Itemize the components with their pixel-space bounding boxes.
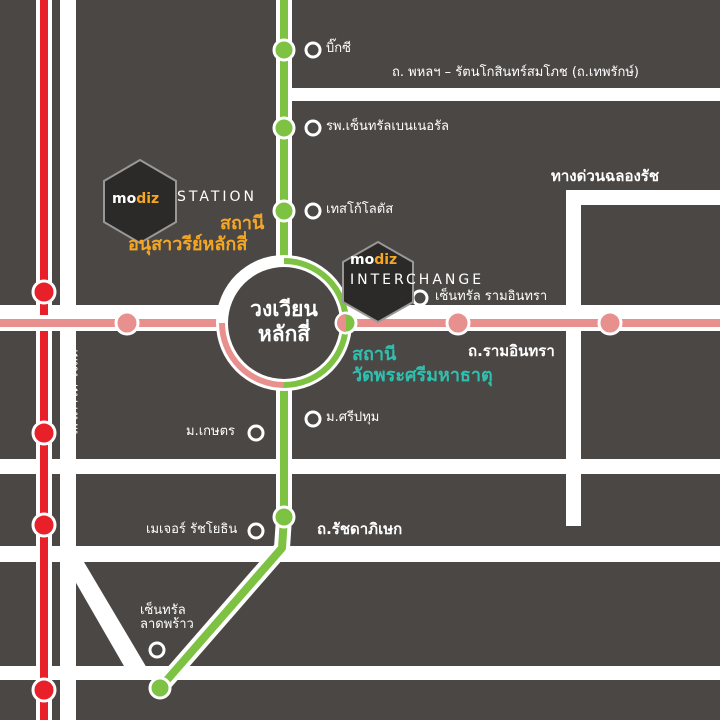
- place-label-bigc: บิ๊กซี: [326, 41, 351, 56]
- interchange-logo: modiz: [350, 252, 398, 268]
- pink-stations: [114, 310, 623, 336]
- station-logo-mo: mo: [112, 191, 137, 207]
- green-station: [272, 505, 296, 529]
- roundabout-pink-arc: [219, 322, 285, 388]
- interchange-logo-diz: diz: [374, 252, 398, 268]
- place-label-hospital: รพ.เซ็นทรัลเบนเนอรัล: [326, 119, 450, 134]
- landmark-marker: [304, 119, 322, 137]
- interchange-thai-line1: สถานี: [352, 344, 397, 365]
- place-label-kaset: ม.เกษตร: [186, 424, 236, 439]
- landmark-marker: [247, 424, 265, 442]
- road-label-ramintra: ถ.รามอินทรา: [468, 342, 555, 360]
- landmark-marker: [411, 289, 429, 307]
- red-station: [31, 420, 57, 446]
- road-label-phahon: ถ. พหลฯ – รัตนโกสินทร์สมโภช (ถ.เทพรักษ์): [392, 65, 640, 80]
- roundabout-label-line2: หลักสี่: [257, 322, 311, 347]
- red-station: [31, 512, 57, 538]
- roundabout-inner: [228, 267, 340, 379]
- place-label-central-ladprao-line2: ลาดพร้าว: [140, 617, 194, 633]
- pink-station: [597, 310, 623, 336]
- place-label-sripatum: ม.ศรีปทุม: [326, 410, 380, 425]
- road-mid: [0, 459, 720, 474]
- station-brand: STATION: [177, 189, 258, 205]
- station-thai-label: สถานี อนุสาวรีย์หลักสี่: [128, 213, 265, 255]
- red-station: [31, 677, 57, 703]
- green-station: [272, 199, 296, 223]
- pink-station: [445, 310, 471, 336]
- place-label-central-ladprao-line1: เซ็นทรัล: [140, 603, 186, 618]
- road-diagonal: [64, 562, 154, 680]
- landmark-marker: [304, 202, 322, 220]
- interchange-hexagon: [342, 240, 414, 324]
- landmarks: [148, 41, 429, 659]
- interchange-thai-label: สถานี วัดพระศรีมหาธาตุ: [352, 344, 493, 386]
- road-label-vibhavadi: ถ.วิภาวดี-รังสิต: [66, 349, 82, 435]
- interchange-logo-mo: mo: [350, 252, 375, 268]
- landmark-marker: [304, 410, 322, 428]
- place-label-major: เมเจอร์ รัชโยธิน: [146, 522, 238, 537]
- pink-station: [114, 310, 140, 336]
- landmark-marker: [304, 41, 322, 59]
- station-thai-line1: สถานี: [220, 213, 265, 234]
- landmark-marker: [148, 641, 166, 659]
- station-logo-diz: diz: [136, 191, 160, 207]
- road-ratchada: [0, 546, 720, 562]
- road-expressway-v: [566, 190, 581, 526]
- road-bottom: [0, 666, 720, 680]
- place-label-central-ramintra: เซ็นทรัล รามอินทรา: [435, 289, 548, 304]
- station-thai-line2: อนุสาวรีย์หลักสี่: [128, 233, 248, 255]
- station-logo: modiz: [112, 191, 160, 207]
- landmark-marker: [247, 522, 265, 540]
- red-station: [31, 279, 57, 305]
- interchange-brand: INTERCHANGE: [350, 272, 485, 288]
- red-stations: [31, 279, 57, 703]
- green-stations: [148, 38, 296, 700]
- roundabout-label-line1: วงเวียน: [250, 297, 318, 321]
- road-label-expressway: ทางด่วนฉลองรัช: [551, 167, 660, 185]
- road-vertical-vibhavadi: [60, 0, 76, 720]
- place-label-lotus: เทสโก้โลตัส: [326, 202, 394, 217]
- interchange-thai-line2: วัดพระศรีมหาธาตุ: [352, 364, 493, 386]
- green-station: [272, 38, 296, 62]
- green-station: [272, 116, 296, 140]
- green-station: [148, 676, 172, 700]
- road-phahon: [290, 88, 720, 101]
- interchange-station-half: [337, 314, 346, 332]
- roundabout-label: วงเวียน หลักสี่: [234, 297, 334, 347]
- place-label-central-ladprao: เซ็นทรัล ลาดพร้าว: [140, 603, 194, 633]
- road-label-ratchada: ถ.รัชดาภิเษก: [317, 520, 403, 538]
- road-expressway-h: [566, 190, 720, 205]
- station-hexagon: [103, 158, 177, 245]
